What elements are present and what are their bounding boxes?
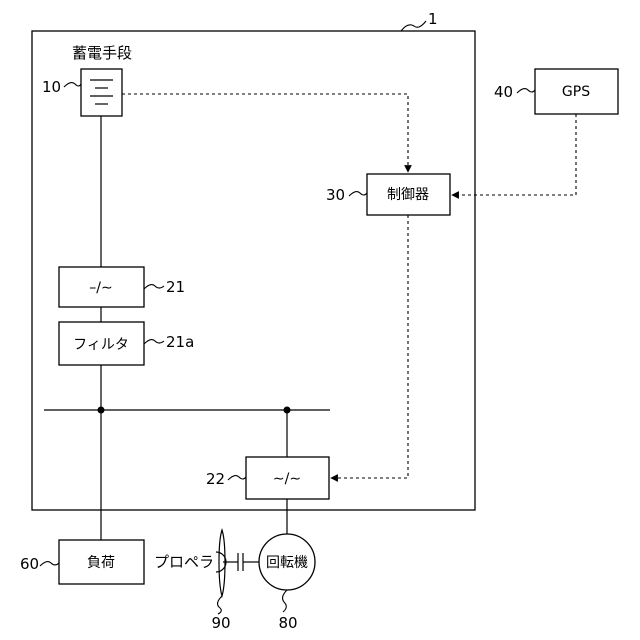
filter-label: フィルタ bbox=[73, 337, 129, 353]
junction-dot bbox=[98, 407, 105, 414]
gps-ref: 40 bbox=[494, 83, 513, 101]
inverter-ref: 21 bbox=[166, 278, 185, 296]
gps-block: GPS 40 bbox=[494, 69, 618, 114]
propeller: プロペラ 90 bbox=[154, 530, 231, 632]
propeller-ref: 90 bbox=[211, 614, 230, 632]
load-ref: 60 bbox=[20, 555, 39, 573]
filter-ref: 21a bbox=[166, 333, 194, 351]
converter-label: ∼/∼ bbox=[273, 471, 301, 487]
storage-title: 蓄電手段 bbox=[72, 44, 132, 62]
gps-label: GPS bbox=[562, 84, 590, 100]
machine-label: 回転機 bbox=[266, 555, 308, 571]
rotating-machine: 回転機 80 bbox=[259, 534, 315, 632]
machine-ref: 80 bbox=[278, 614, 297, 632]
system-ref: 1 bbox=[428, 10, 438, 28]
load-label: 負荷 bbox=[87, 555, 115, 571]
controller-label: 制御器 bbox=[387, 187, 429, 203]
propeller-label: プロペラ bbox=[154, 553, 214, 571]
controller-ref: 30 bbox=[326, 186, 345, 204]
converter-ref: 22 bbox=[206, 470, 225, 488]
junction-dot bbox=[284, 407, 291, 414]
inverter-label: –/∼ bbox=[89, 280, 112, 296]
shaft-coupling bbox=[223, 553, 259, 571]
storage-ref: 10 bbox=[42, 78, 61, 96]
load-block: 負荷 60 bbox=[20, 540, 144, 584]
propeller-icon bbox=[216, 530, 226, 596]
